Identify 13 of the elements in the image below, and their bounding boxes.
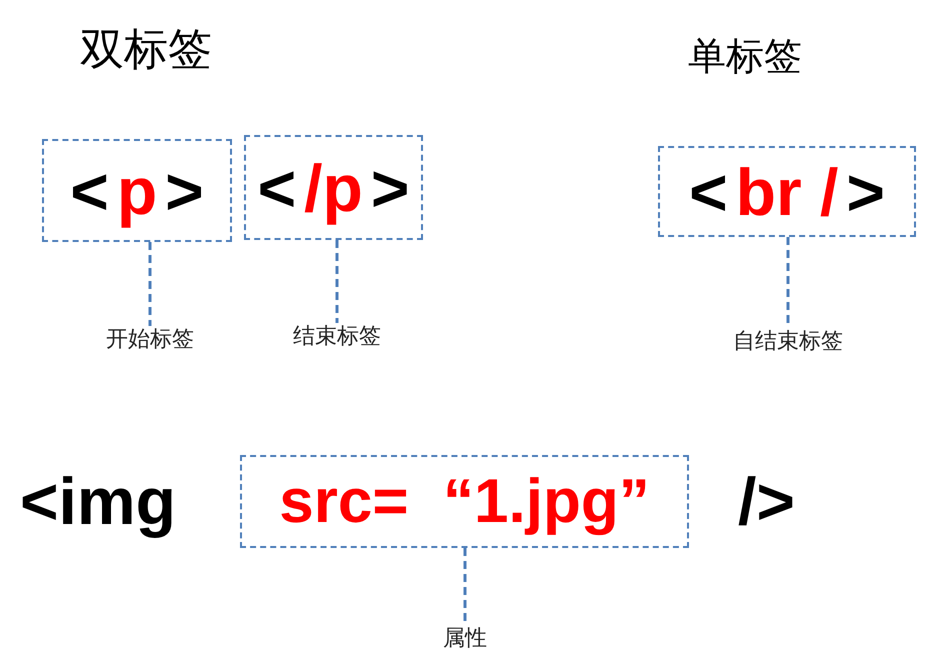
tag-caption: 结束标签 [293,323,381,350]
tag-caption: 开始标签 [106,326,194,352]
code-text: /> [738,468,795,534]
leader-line [336,240,338,323]
tag-box: <p> [42,139,232,242]
leader-line [148,242,152,326]
tag-caption: 自结束标签 [733,328,843,354]
tag-box: </p> [244,135,423,240]
tag-caption: 属性 [443,625,487,652]
heading: 双标签 [80,28,212,72]
heading: 单标签 [688,38,802,76]
tag-box: src= “1.jpg” [240,455,689,548]
tag-box: <br /> [658,146,916,237]
